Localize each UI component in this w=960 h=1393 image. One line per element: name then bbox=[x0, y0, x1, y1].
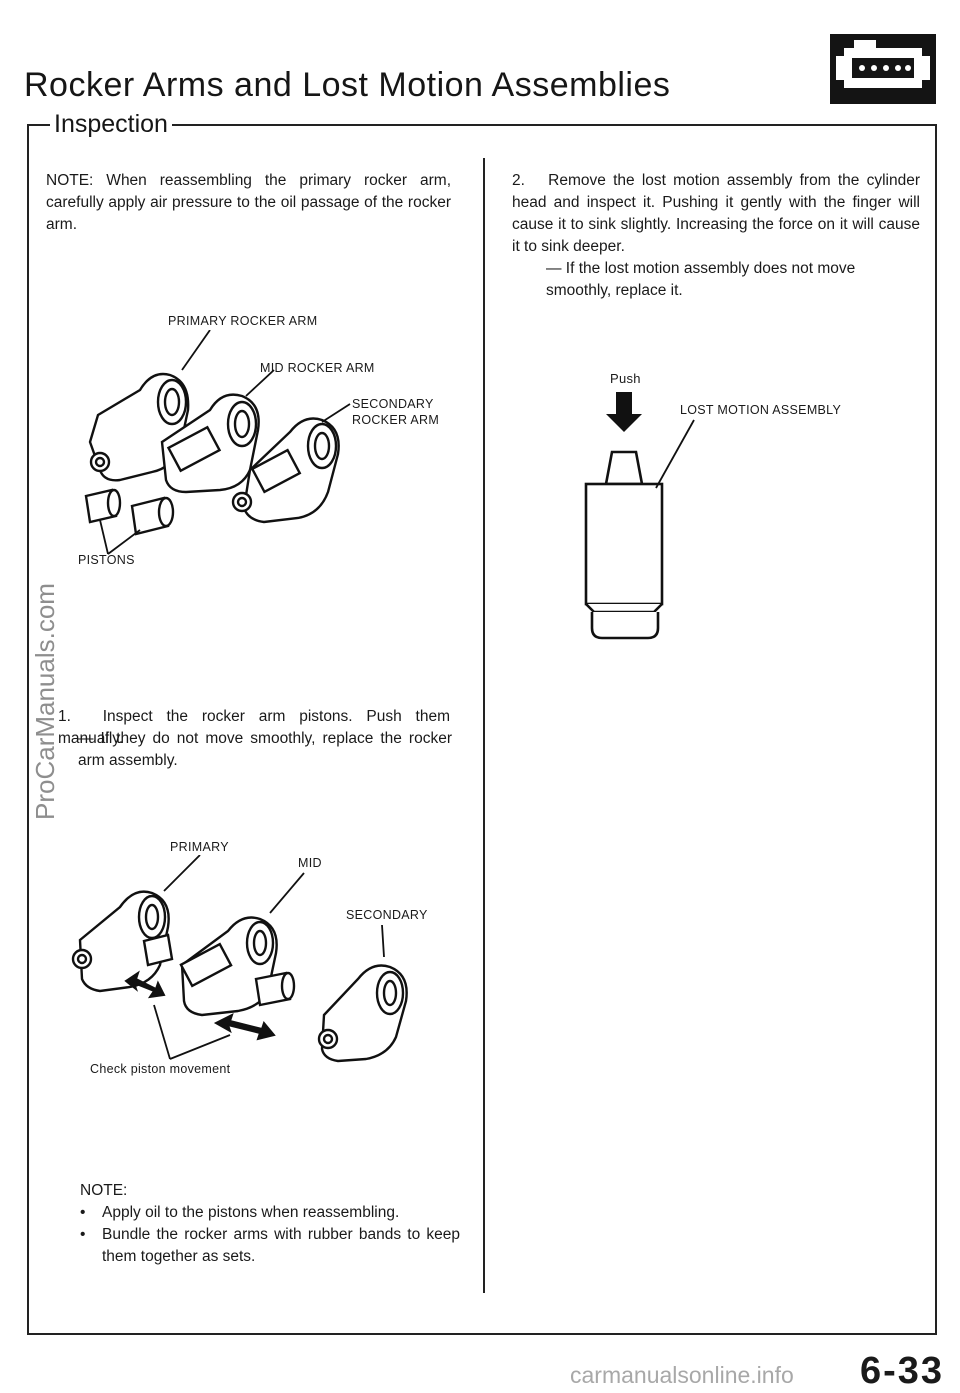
label-secondary-rocker-arm: SECONDARY ROCKER ARM bbox=[352, 396, 439, 428]
step-2: 2. Remove the lost motion assembly from … bbox=[512, 170, 920, 258]
step-2-text: Remove the lost motion assembly from the… bbox=[512, 172, 920, 255]
label-lost-motion-assembly: LOST MOTION ASSEMBLY bbox=[680, 403, 842, 417]
rocker-arms-figure bbox=[84, 330, 351, 555]
frame-bottom-rule bbox=[27, 1333, 937, 1335]
side-watermark: ProCarManuals.com bbox=[30, 583, 60, 820]
page-title: Rocker Arms and Lost Motion Assemblies bbox=[24, 66, 671, 104]
label-push: Push bbox=[610, 371, 641, 386]
step-1-sub: — If they do not move smoothly, replace … bbox=[78, 730, 452, 769]
note-item: • Bundle the rocker arms with rubber ban… bbox=[80, 1224, 460, 1268]
step-1: 1. Inspect the rocker arm pistons. Push … bbox=[58, 706, 450, 750]
column-divider bbox=[483, 158, 485, 1293]
label-secondary-line2: ROCKER ARM bbox=[352, 413, 440, 427]
engine-icon-graphic bbox=[836, 40, 930, 88]
bullet-icon: • bbox=[80, 1226, 86, 1243]
movement-arrow-primary bbox=[124, 970, 166, 999]
reassembly-note: NOTE: • Apply oil to the pistons when re… bbox=[80, 1180, 460, 1268]
frame-top-rule bbox=[27, 124, 937, 126]
push-arrow-icon bbox=[606, 392, 642, 432]
step-2-number: 2. bbox=[512, 172, 525, 189]
engine-icon bbox=[830, 34, 936, 104]
label-secondary-line1: SECONDARY bbox=[352, 397, 434, 411]
label-mid: MID bbox=[298, 856, 322, 870]
step-1-text: Inspect the rocker arm pistons. Push the… bbox=[58, 708, 450, 747]
label-check-piston-movement: Check piston movement bbox=[90, 1062, 231, 1076]
intro-note: NOTE: When reassembling the primary rock… bbox=[46, 172, 451, 233]
lost-motion-assembly bbox=[584, 450, 664, 640]
note-item-2: Bundle the rocker arms with rubber bands… bbox=[102, 1226, 460, 1265]
movement-arrow-mid bbox=[213, 1013, 276, 1041]
note-heading: NOTE: bbox=[80, 1182, 128, 1199]
bullet-icon: • bbox=[80, 1204, 86, 1221]
note-item: • Apply oil to the pistons when reassemb… bbox=[80, 1202, 460, 1224]
label-pistons: PISTONS bbox=[78, 553, 135, 567]
label-primary: PRIMARY bbox=[170, 840, 229, 854]
pistons bbox=[84, 488, 175, 536]
lost-motion-figure bbox=[584, 392, 695, 640]
label-secondary: SECONDARY bbox=[346, 908, 428, 922]
step-2-sub: — If the lost motion assembly does not m… bbox=[546, 260, 856, 299]
frame-right-rule bbox=[935, 124, 937, 1334]
piston-check-figure bbox=[71, 855, 408, 1063]
footer-watermark: carmanualsonline.info bbox=[570, 1362, 794, 1388]
step-1-number: 1. bbox=[58, 708, 71, 725]
frame-left-rule bbox=[27, 124, 29, 1334]
page-number: 6-33 bbox=[859, 1350, 944, 1392]
section-heading: Inspection bbox=[50, 110, 172, 139]
label-mid-rocker-arm: MID ROCKER ARM bbox=[260, 361, 375, 375]
label-primary-rocker-arm: PRIMARY ROCKER ARM bbox=[168, 314, 318, 328]
note-item-1: Apply oil to the pistons when reassembli… bbox=[102, 1204, 400, 1221]
